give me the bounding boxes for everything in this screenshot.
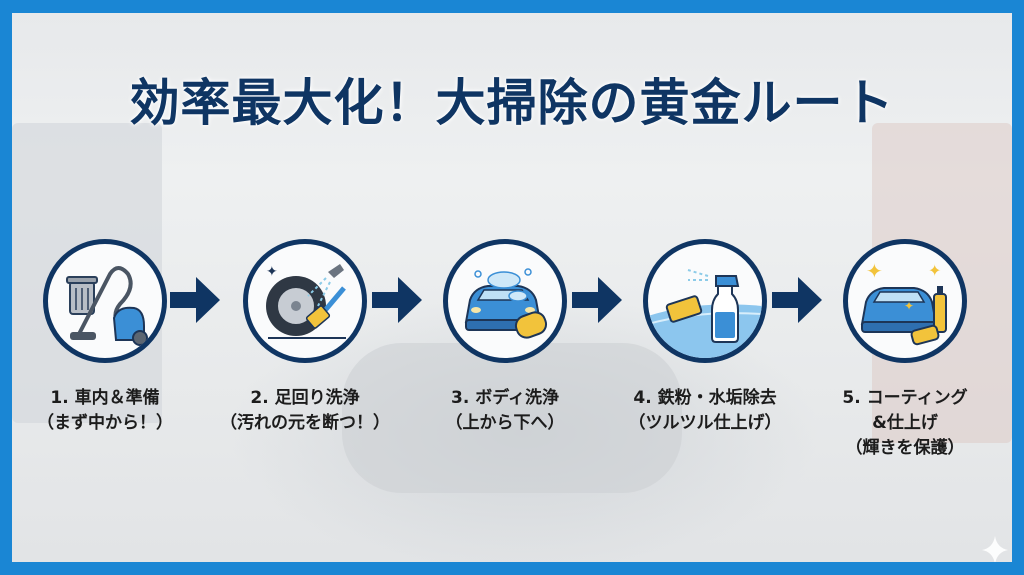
step-3: 3. ボディ洗浄 （上から下へ） xyxy=(440,239,570,433)
vacuum-trash-icon xyxy=(66,266,148,346)
svg-text:✦: ✦ xyxy=(928,261,941,280)
step-2-subtitle: （汚れの元を断つ！） xyxy=(220,413,390,433)
step-1: 1. 車内＆準備 （まず中から！） xyxy=(37,239,173,433)
arrow-right-icon xyxy=(372,277,422,323)
step-5-circle: ✦ ✦ ✦ xyxy=(843,239,967,363)
step-4-title: 4. 鉄粉・水垢除去 xyxy=(633,388,777,408)
step-3-title: 3. ボディ洗浄 xyxy=(450,388,559,408)
step-5-label: 5. コーティング &仕上げ （輝きを保護） xyxy=(810,386,1000,461)
step-5-subtitle: &仕上げ xyxy=(872,413,938,433)
sparkle-watermark-icon xyxy=(982,536,1008,562)
svg-text:✦: ✦ xyxy=(866,259,883,283)
step-4-circle xyxy=(643,239,767,363)
step-3-label: 3. ボディ洗浄 （上から下へ） xyxy=(410,386,600,436)
step-4-label: 4. 鉄粉・水垢除去 （ツルツル仕上げ） xyxy=(610,386,800,436)
car-foam-sponge-icon xyxy=(464,268,548,339)
step-3-circle xyxy=(443,239,567,363)
spray-sponge-icon xyxy=(648,269,762,358)
step-1-circle xyxy=(43,239,167,363)
step-5: ✦ ✦ ✦ 5. コーティング &仕上げ （輝きを保護） xyxy=(840,239,970,458)
arrow-right-icon xyxy=(772,277,822,323)
step-4-subtitle: （ツルツル仕上げ） xyxy=(628,413,782,433)
step-2: ✦ 2. 足回り洗浄 （汚れの元を断つ！） xyxy=(220,239,390,433)
step-2-title: 2. 足回り洗浄 xyxy=(250,388,360,408)
svg-text:✦: ✦ xyxy=(904,299,914,313)
bg-car xyxy=(342,343,682,493)
step-1-subtitle: （まず中から！） xyxy=(37,413,173,433)
arrow-right-icon xyxy=(170,277,220,323)
step-4: 4. 鉄粉・水垢除去 （ツルツル仕上げ） xyxy=(629,239,782,433)
step-1-label: 1. 車内＆準備 （まず中から！） xyxy=(12,386,200,436)
wheel-brush-icon: ✦ xyxy=(266,264,346,339)
page-title: 効率最大化！大掃除の黄金ルート xyxy=(129,74,895,132)
svg-text:✦: ✦ xyxy=(266,264,278,280)
infographic-panel: 効率最大化！大掃除の黄金ルート 1. 車内＆準備 （まず中から！） xyxy=(12,13,1012,562)
arrow-right-icon xyxy=(572,277,622,323)
step-1-title: 1. 車内＆準備 xyxy=(50,388,160,408)
step-5-note: （輝きを保護） xyxy=(845,438,965,458)
step-3-subtitle: （上から下へ） xyxy=(445,413,565,433)
step-2-label: 2. 足回り洗浄 （汚れの元を断つ！） xyxy=(210,386,400,436)
step-2-circle: ✦ xyxy=(243,239,367,363)
shiny-car-icon: ✦ ✦ ✦ xyxy=(860,259,947,346)
step-5-title: 5. コーティング xyxy=(842,388,968,408)
